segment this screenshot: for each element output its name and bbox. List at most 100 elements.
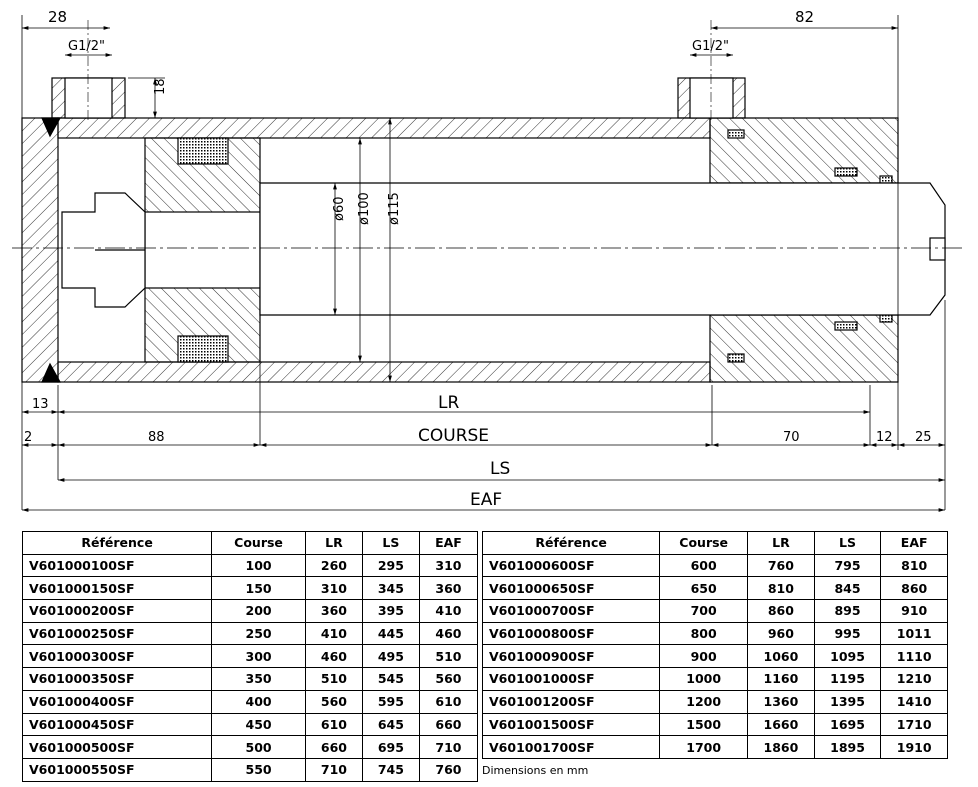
seal bbox=[727, 129, 745, 139]
value-cell: 310 bbox=[418, 553, 479, 578]
reference-cell: V601000650SF bbox=[481, 576, 661, 601]
value-cell: 1895 bbox=[813, 735, 882, 759]
reference-cell: V601000500SF bbox=[21, 735, 213, 759]
seal bbox=[834, 321, 858, 331]
dim-70: 70 bbox=[783, 430, 800, 445]
value-cell: 760 bbox=[418, 757, 479, 782]
dim-28: 28 bbox=[48, 8, 67, 26]
value-cell: 510 bbox=[304, 667, 363, 691]
value-cell: 460 bbox=[418, 621, 479, 646]
reference-cell: V601000400SF bbox=[21, 689, 213, 714]
column-header: Référence bbox=[21, 531, 213, 555]
column-header: Course bbox=[659, 531, 749, 555]
piston-seal bbox=[177, 335, 229, 363]
value-cell: 710 bbox=[418, 735, 479, 759]
reference-cell: V601000100SF bbox=[21, 553, 213, 578]
column-header: LR bbox=[747, 531, 815, 555]
tube-top-wall bbox=[57, 117, 711, 139]
value-cell: 1195 bbox=[813, 667, 882, 691]
value-cell: 410 bbox=[304, 621, 363, 646]
column-header: EAF bbox=[418, 531, 479, 555]
value-cell: 410 bbox=[418, 599, 479, 623]
value-cell: 1000 bbox=[659, 667, 749, 691]
value-cell: 1710 bbox=[880, 712, 948, 737]
value-cell: 660 bbox=[418, 712, 479, 737]
value-cell: 895 bbox=[813, 599, 882, 623]
reference-cell: V601000800SF bbox=[481, 621, 661, 646]
value-cell: 700 bbox=[659, 599, 749, 623]
reference-cell: V601000700SF bbox=[481, 599, 661, 623]
value-cell: 795 bbox=[813, 553, 882, 578]
dim-port-right: G1/2" bbox=[692, 39, 729, 54]
value-cell: 1410 bbox=[880, 689, 948, 714]
value-cell: 860 bbox=[747, 599, 815, 623]
tube-bottom-wall bbox=[57, 361, 711, 383]
reference-cell: V601000350SF bbox=[21, 667, 213, 691]
value-cell: 810 bbox=[747, 576, 815, 601]
piston-rod bbox=[259, 182, 946, 316]
value-cell: 150 bbox=[211, 576, 306, 601]
value-cell: 560 bbox=[304, 689, 363, 714]
value-cell: 745 bbox=[361, 757, 420, 782]
reference-cell: V601000600SF bbox=[481, 553, 661, 578]
value-cell: 445 bbox=[361, 621, 420, 646]
value-cell: 960 bbox=[747, 621, 815, 646]
value-cell: 710 bbox=[304, 757, 363, 782]
reference-cell: V601001500SF bbox=[481, 712, 661, 737]
value-cell: 360 bbox=[418, 576, 479, 601]
dim-piston-dia: ø100 bbox=[357, 192, 372, 225]
seal bbox=[879, 314, 893, 323]
value-cell: 360 bbox=[304, 599, 363, 623]
gland-bottom bbox=[709, 314, 899, 383]
value-cell: 345 bbox=[361, 576, 420, 601]
port-right-bore bbox=[689, 77, 734, 119]
piston-bore bbox=[144, 211, 261, 289]
dim-course: COURSE bbox=[418, 426, 489, 446]
dim-eaf: EAF bbox=[470, 490, 502, 510]
value-cell: 695 bbox=[361, 735, 420, 759]
value-cell: 1910 bbox=[880, 735, 948, 759]
port-left-bore bbox=[64, 77, 113, 119]
dim-88: 88 bbox=[148, 430, 165, 445]
dim-rod-dia: ø60 bbox=[332, 197, 347, 222]
reference-cell: V601000300SF bbox=[21, 644, 213, 669]
value-cell: 545 bbox=[361, 667, 420, 691]
reference-cell: V601001200SF bbox=[481, 689, 661, 714]
value-cell: 1160 bbox=[747, 667, 815, 691]
value-cell: 650 bbox=[659, 576, 749, 601]
dim-outer-dia: ø115 bbox=[387, 192, 402, 225]
reference-cell: V601000450SF bbox=[21, 712, 213, 737]
value-cell: 500 bbox=[211, 735, 306, 759]
value-cell: 900 bbox=[659, 644, 749, 669]
value-cell: 550 bbox=[211, 757, 306, 782]
value-cell: 100 bbox=[211, 553, 306, 578]
value-cell: 1210 bbox=[880, 667, 948, 691]
value-cell: 800 bbox=[659, 621, 749, 646]
value-cell: 595 bbox=[361, 689, 420, 714]
reference-cell: V601000550SF bbox=[21, 757, 213, 782]
weld-top bbox=[41, 117, 62, 138]
reference-cell: V601000200SF bbox=[21, 599, 213, 623]
column-header: Référence bbox=[481, 531, 661, 555]
value-cell: 460 bbox=[304, 644, 363, 669]
reference-cell: V601000250SF bbox=[21, 621, 213, 646]
value-cell: 1200 bbox=[659, 689, 749, 714]
value-cell: 295 bbox=[361, 553, 420, 578]
value-cell: 510 bbox=[418, 644, 479, 669]
